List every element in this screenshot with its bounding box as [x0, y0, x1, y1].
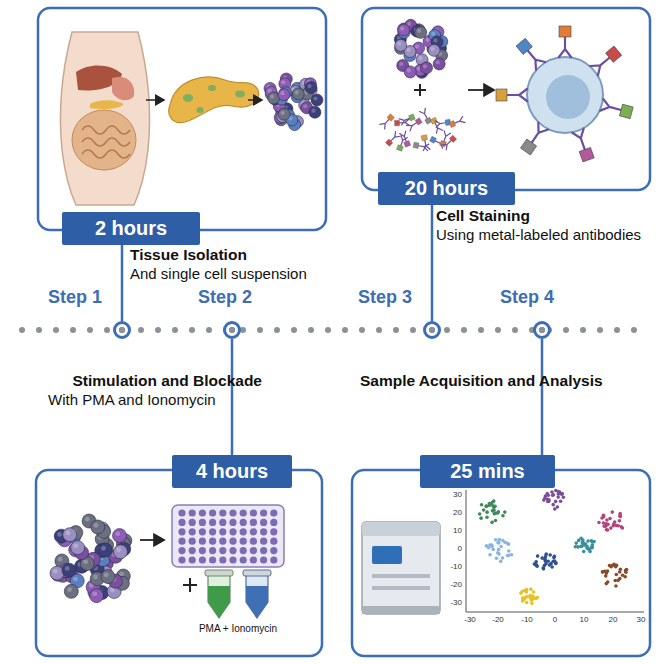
step-label: Step 3: [358, 287, 412, 307]
step-description: Tissue Isolation: [130, 246, 247, 264]
step-description: Stimulation and Blockade: [73, 372, 262, 390]
axis-tick: 20: [453, 508, 462, 517]
duration-label: 20 hours: [405, 177, 488, 199]
panel: [36, 470, 322, 656]
axis-tick: -20: [450, 580, 462, 589]
step-label: Step 2: [198, 287, 252, 307]
antibodies: [380, 108, 465, 151]
connector-line: [231, 339, 234, 455]
cytometer: [362, 522, 440, 614]
stained-cell: [496, 26, 633, 162]
axis-tick: -10: [521, 615, 533, 624]
panel: [38, 8, 326, 230]
axis-tick: 10: [453, 526, 462, 535]
step-marker: Step 3: [423, 321, 441, 339]
axis-tick: 30: [453, 490, 462, 499]
panel: [352, 470, 650, 656]
axis-tick: 0: [553, 615, 557, 624]
well-plate: [172, 505, 284, 567]
time-tab: 2 hours: [62, 212, 200, 245]
axis-tick: 0: [458, 544, 462, 553]
step-description: Sample Acquisition and Analysis: [360, 372, 603, 390]
axis-tick: 30: [637, 615, 646, 624]
body-figure: [60, 32, 149, 205]
axis-tick: 10: [580, 615, 589, 624]
tubes: [205, 570, 271, 618]
step-description: With PMA and Ionomycin: [48, 391, 216, 408]
time-tab: 20 hours: [378, 172, 515, 205]
duration-label: 25 mins: [450, 460, 524, 482]
step-marker: Step 2: [223, 321, 241, 339]
pancreas: [169, 77, 259, 123]
step-description: And single cell suspension: [130, 265, 307, 282]
duration-label: 4 hours: [196, 460, 268, 482]
time-tab: 4 hours: [172, 455, 292, 488]
panel: [362, 8, 650, 190]
step-label: Step 1: [48, 287, 102, 307]
duration-label: 2 hours: [95, 217, 167, 239]
tsne-plot: [478, 489, 628, 605]
connector-line: [121, 245, 124, 321]
step-marker: Step 4: [533, 321, 551, 339]
step-description: Cell Staining: [436, 207, 530, 225]
axis-tick: -20: [492, 615, 504, 624]
connector-line: [431, 205, 434, 321]
step-label: Step 4: [500, 287, 554, 307]
time-tab: 25 mins: [420, 455, 555, 488]
cell-cluster: [394, 19, 447, 78]
reagent-label: PMA + Ionomycin: [199, 623, 277, 635]
axis-tick: -30: [464, 615, 476, 624]
axis-tick: -10: [450, 562, 462, 571]
step-description: Using metal-labeled antibodies: [436, 226, 641, 243]
cell-cluster: [264, 73, 323, 131]
step-marker: Step 1: [113, 321, 131, 339]
axis-tick: -30: [450, 598, 462, 607]
axis-tick: 20: [609, 615, 618, 624]
connector-line: [541, 339, 544, 455]
cell-cluster: [50, 514, 132, 603]
